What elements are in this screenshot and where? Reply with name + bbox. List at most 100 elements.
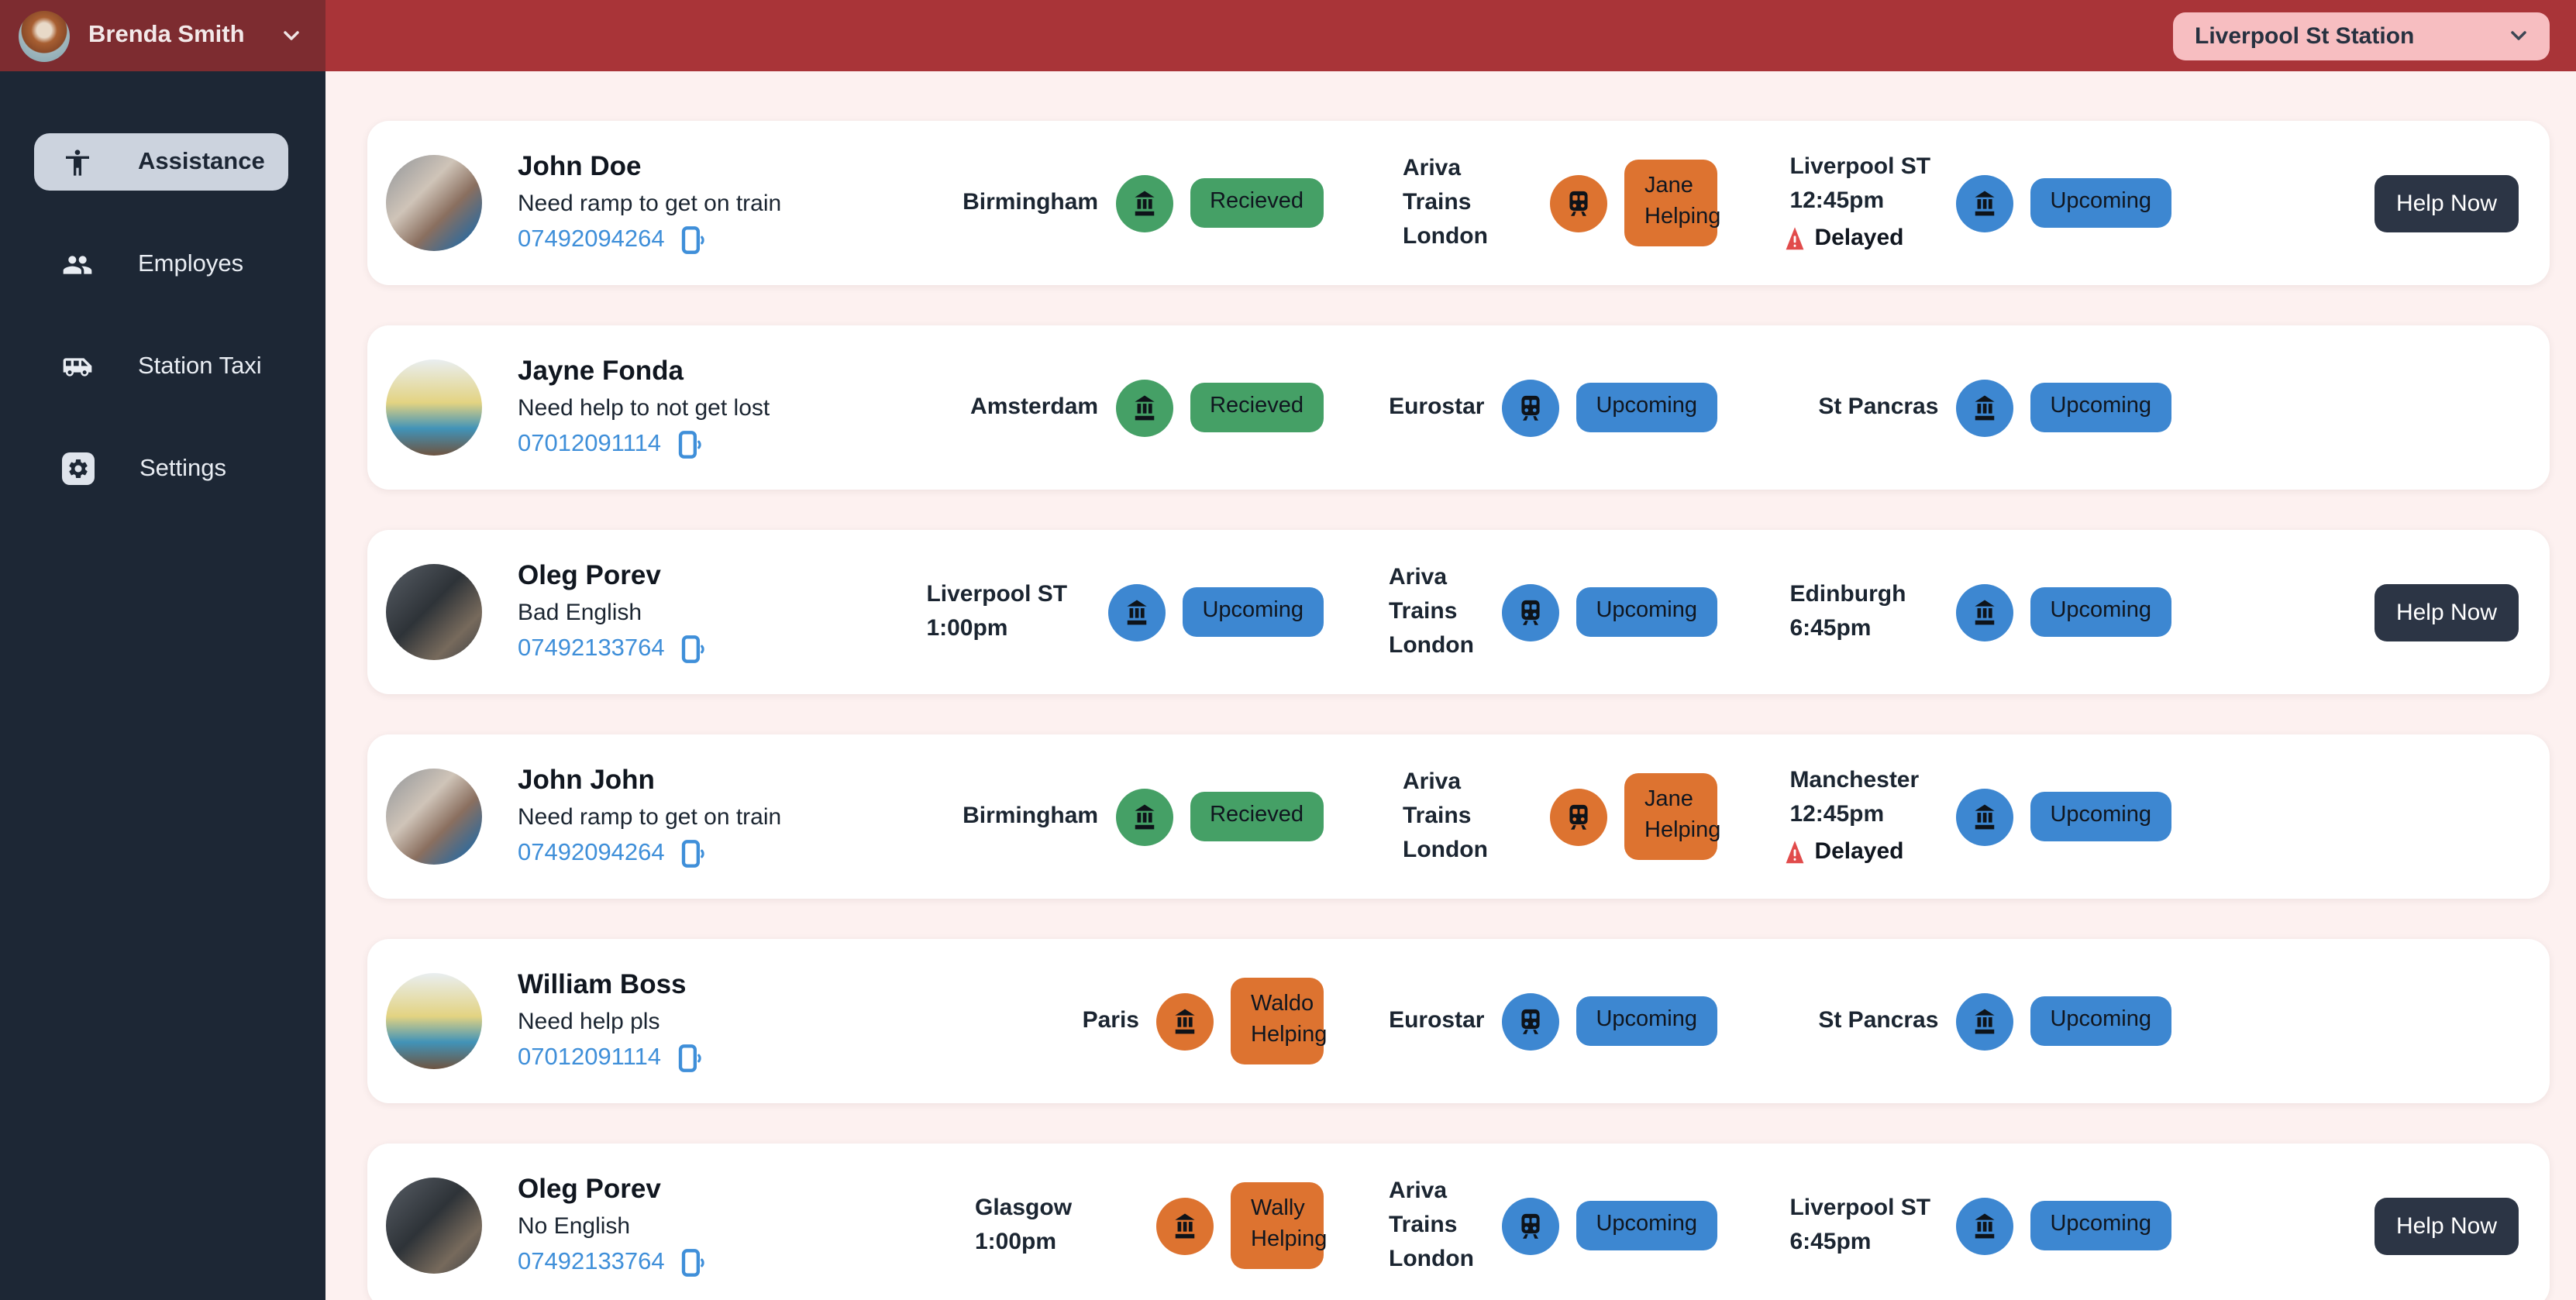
stop-label: Ariva Trains London [1403,769,1488,863]
help-now-button[interactable]: Help Now [2374,174,2519,232]
phone-link[interactable]: 07492133764 [518,634,871,665]
status-badge: Upcoming [1182,587,1324,637]
delay-indicator: Delayed [1780,222,1938,256]
sidebar-item-settings[interactable]: Settings [34,440,288,497]
phone-number: 07492133764 [518,1249,665,1275]
stop-label: St Pancras [1818,1007,1939,1034]
accessibility-icon [62,146,93,177]
delay-label: Delayed [1814,224,1904,251]
stop-label: Glasgow 1:00pm [975,1195,1073,1256]
station-selector[interactable]: Liverpool St Station [2173,12,2550,60]
user-avatar [19,10,70,61]
assistance-need: Need help to not get lost [518,395,770,421]
settings-icon [62,452,95,485]
passenger-name: John Doe [518,150,642,181]
journey-stop: Edinburgh 6:45pm Upcoming [1765,579,2171,646]
status-badge: Upcoming [2030,792,2171,841]
station-icon [1156,1197,1214,1254]
passenger-avatar [386,359,482,456]
journey-stop: Birmingham Recieved [871,788,1324,845]
status-badge: Wally Helping [1231,1182,1327,1269]
passenger-avatar [386,1178,482,1274]
station-icon [1115,379,1173,436]
status-badge: Recieved [1190,792,1324,841]
sidebar-item-station-taxi[interactable]: Station Taxi [34,338,288,395]
phone-icon [676,838,707,869]
phone-link[interactable]: 07492133764 [518,1247,871,1278]
train-icon [1550,174,1607,232]
station-icon [1955,992,2013,1050]
journey-stop: Glasgow 1:00pm Wally Helping [871,1182,1327,1269]
status-badge: Upcoming [2030,1201,2171,1250]
stop-label: Ariva Trains London [1389,564,1474,659]
assistance-need: Need ramp to get on train [518,191,782,217]
phone-link[interactable]: 07492094264 [518,838,871,869]
station-icon [1156,992,1214,1050]
delay-label: Delayed [1814,837,1904,865]
stop-label: Birmingham [963,803,1099,830]
user-menu[interactable]: Brenda Smith [0,0,325,71]
sidebar-item-employes[interactable]: Employes [34,236,288,293]
train-icon [1550,788,1607,845]
passenger-avatar [386,973,482,1069]
stop-label: Eurostar [1389,394,1485,421]
top-bar: Liverpool St Station [325,0,2576,71]
phone-link[interactable]: 07012091114 [518,429,871,460]
status-badge: Upcoming [2030,178,2171,228]
station-icon [1955,174,2013,232]
people-icon [62,249,93,280]
help-now-button[interactable]: Help Now [2374,1197,2519,1254]
assistance-need: Need help pls [518,1009,660,1035]
delay-indicator: Delayed [1780,835,1938,869]
assistance-need: No English [518,1213,631,1240]
shuttle-icon [62,351,93,382]
station-icon [1955,788,2013,845]
status-badge: Upcoming [2030,587,2171,637]
sidebar-item-assistance[interactable]: Assistance [34,133,288,191]
passenger-avatar [386,769,482,865]
passenger-name: Oleg Porev [518,559,661,590]
phone-icon [676,1247,707,1278]
phone-link[interactable]: 07492094264 [518,225,871,256]
phone-number: 07492133764 [518,635,665,662]
passenger-name: John John [518,764,655,795]
phone-icon [672,429,703,460]
sidebar-item-label: Settings [139,455,227,481]
status-badge: Upcoming [1576,587,1717,637]
station-icon [1107,583,1166,641]
stop-label: Edinburgh 6:45pm [1789,581,1906,642]
status-badge: Waldo Helping [1231,978,1327,1064]
train-icon [1501,583,1559,641]
status-badge: Upcoming [2030,383,2171,432]
journey-stop: St Pancras Upcoming [1765,992,2171,1050]
phone-number: 07012091114 [518,1044,662,1071]
phone-icon [676,634,707,665]
warning-icon [1780,838,1808,866]
passenger-name: Jayne Fonda [518,355,684,386]
stop-label: Liverpool ST 6:45pm [1789,1195,1931,1256]
phone-number: 07492094264 [518,840,665,866]
phone-link[interactable]: 07012091114 [518,1043,871,1074]
station-icon [1115,788,1173,845]
chevron-down-icon [2506,23,2531,48]
stop-label: Ariva Trains London [1389,1178,1474,1272]
stop-label: Birmingham [963,189,1099,216]
warning-icon [1780,225,1808,253]
status-badge: Jane Helping [1624,773,1720,860]
status-badge: Upcoming [2030,996,2171,1046]
train-icon [1501,1197,1559,1254]
help-now-button[interactable]: Help Now [2374,583,2519,641]
